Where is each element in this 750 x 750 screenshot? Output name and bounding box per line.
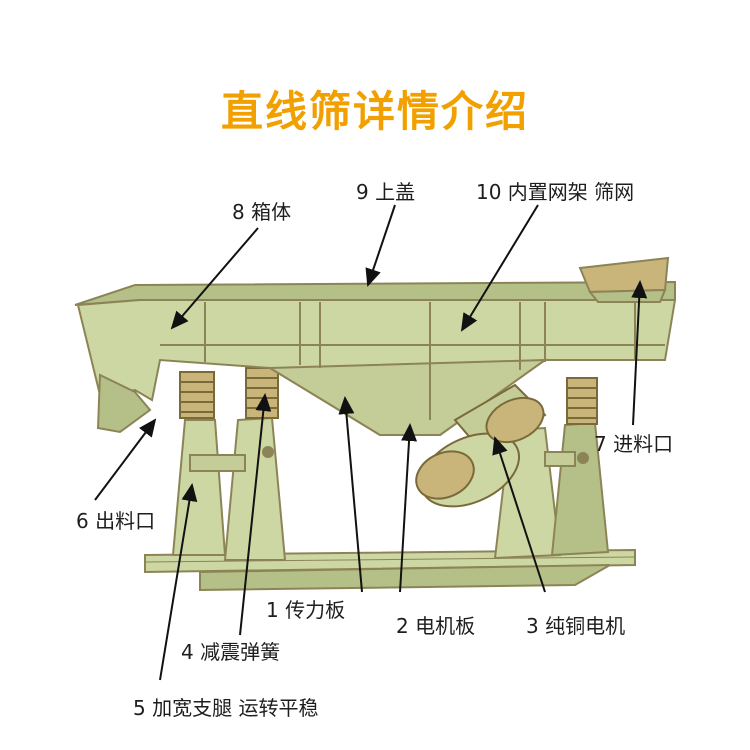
- page-title: 直线筛详情介绍: [220, 87, 529, 136]
- arrow-10: [460, 204, 539, 332]
- copper-motor: [415, 383, 547, 508]
- arrow-9: [365, 204, 396, 287]
- support-legs: [171, 416, 610, 561]
- screen-box: [74, 280, 677, 436]
- label-transmission-plate: 1 传力板: [266, 598, 346, 622]
- arrow-2: [399, 423, 418, 593]
- label-screen-frame: 10 内置网架 筛网: [476, 180, 635, 204]
- arrow-5: [159, 483, 198, 681]
- feed-inlet: [578, 256, 670, 303]
- label-box-body: 8 箱体: [232, 200, 292, 224]
- leader-arrows: [94, 204, 648, 681]
- arrow-3: [492, 436, 546, 593]
- label-motor-plate: 2 电机板: [396, 614, 476, 638]
- arrow-4: [239, 393, 272, 636]
- label-top-cover: 9 上盖: [356, 180, 416, 204]
- arrow-7: [631, 280, 648, 426]
- arrow-6: [94, 418, 157, 501]
- label-discharge-outlet: 6 出料口: [76, 509, 156, 533]
- label-feed-inlet: 7 进料口: [594, 432, 674, 456]
- arrow-1: [338, 396, 363, 593]
- label-widened-legs: 5 加宽支腿 运转平稳: [133, 696, 319, 720]
- label-copper-motor: 3 纯铜电机: [526, 614, 626, 638]
- label-damping-spring: 4 减震弹簧: [181, 640, 281, 664]
- arrow-8: [170, 227, 259, 330]
